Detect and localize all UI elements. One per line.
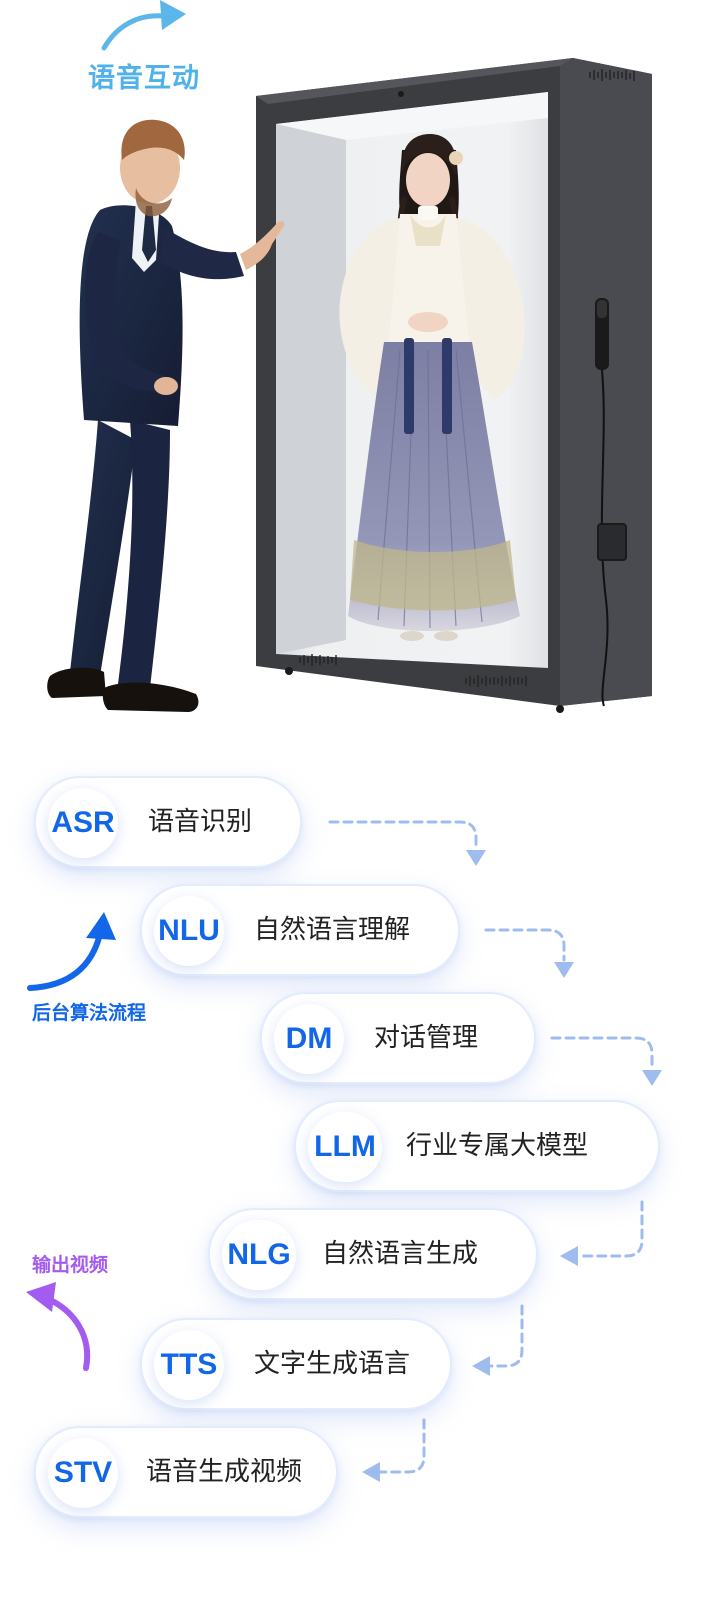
- connector-4: [576, 1200, 644, 1258]
- pipeline-step-llm: LLM 行业专属大模型: [294, 1100, 660, 1192]
- output-video-arrow-icon: [26, 1282, 91, 1371]
- output-video-label: 输出视频: [32, 1254, 109, 1276]
- arrow-left-icon: [472, 1356, 490, 1376]
- arrow-down-icon: [466, 850, 486, 866]
- digital-human-figure: [339, 134, 525, 641]
- step-abbr-badge: NLU: [154, 896, 224, 966]
- curved-arrow-icon: [101, 0, 186, 51]
- arrow-left-icon: [362, 1462, 380, 1482]
- step-description: 自然语言生成: [322, 1239, 479, 1269]
- step-abbr-badge: TTS: [154, 1330, 224, 1400]
- connector-2: [484, 928, 566, 962]
- pipeline-connectors: [26, 820, 662, 1482]
- connector-5: [488, 1304, 524, 1368]
- step-description: 语音生成视频: [146, 1457, 303, 1487]
- pipeline-step-stv: STV 语音生成视频: [34, 1426, 338, 1518]
- step-abbr-badge: DM: [274, 1004, 344, 1074]
- step-description: 自然语言理解: [254, 915, 411, 945]
- pipeline-step-dm: DM 对话管理: [260, 992, 536, 1084]
- hero-scene: [47, 0, 652, 713]
- step-description: 文字生成语言: [254, 1349, 411, 1379]
- pipeline-step-nlg: NLG 自然语言生成: [208, 1208, 538, 1300]
- arrow-left-icon: [560, 1246, 578, 1266]
- step-abbr-badge: NLG: [222, 1220, 296, 1290]
- backend-process-label: 后台算法流程: [32, 1002, 147, 1024]
- arrow-down-icon: [554, 962, 574, 978]
- pipeline-step-nlu: NLU 自然语言理解: [140, 884, 460, 976]
- connector-1: [328, 820, 478, 850]
- step-abbr-badge: STV: [48, 1438, 118, 1508]
- arrow-down-icon: [642, 1070, 662, 1086]
- step-abbr-badge: LLM: [308, 1112, 382, 1182]
- step-description: 语音识别: [148, 807, 253, 837]
- connector-6: [378, 1418, 426, 1474]
- pipeline-step-asr: ASR 语音识别: [34, 776, 302, 868]
- step-abbr-badge: ASR: [48, 788, 118, 858]
- backend-flow-arrow-icon: [27, 912, 116, 991]
- step-description: 行业专属大模型: [406, 1131, 589, 1161]
- connector-3: [550, 1036, 654, 1070]
- voice-interaction-label: 语音互动: [88, 63, 200, 94]
- hero-illustration: 语音互动: [0, 0, 728, 740]
- presenter-man-figure: [47, 119, 285, 712]
- step-description: 对话管理: [374, 1023, 479, 1053]
- pipeline-step-tts: TTS 文字生成语言: [140, 1318, 452, 1410]
